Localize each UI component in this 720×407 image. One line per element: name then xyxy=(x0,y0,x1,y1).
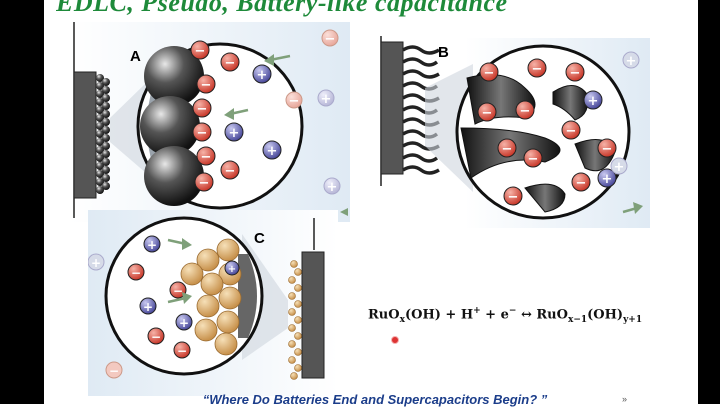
panel-b-pseudocapacitor-diagram: − − − + − − − − − − − − + + + xyxy=(375,28,650,228)
svg-text:−: − xyxy=(225,164,236,179)
svg-text:+: + xyxy=(229,126,240,141)
svg-text:+: + xyxy=(179,316,189,330)
eq-rhs-sub: x−1 xyxy=(567,314,588,325)
svg-text:−: − xyxy=(195,44,206,59)
eq-rhs-group: (OH) xyxy=(587,307,624,323)
svg-text:−: − xyxy=(201,78,212,93)
svg-text:+: + xyxy=(143,300,153,314)
left-black-bar xyxy=(0,0,44,404)
panel-c-label: C xyxy=(254,230,265,247)
eq-arrow: ↔ xyxy=(516,307,537,323)
panel-b-label: B xyxy=(438,44,449,61)
eq-lhs-group: (OH) + H xyxy=(404,307,474,323)
ruthenium-oxide-redox-equation: RuOx(OH) + H+ + e− ↔ RuOx−1(OH)y+1 xyxy=(368,306,660,328)
eq-proton-charge: + xyxy=(473,306,481,316)
svg-text:+: + xyxy=(257,68,268,83)
svg-text:−: − xyxy=(576,176,587,191)
svg-text:−: − xyxy=(131,266,141,280)
svg-text:−: − xyxy=(197,126,208,141)
svg-text:−: − xyxy=(225,56,236,71)
svg-text:+: + xyxy=(626,54,637,69)
svg-text:−: − xyxy=(325,32,336,47)
svg-text:−: − xyxy=(177,344,187,358)
svg-text:−: − xyxy=(570,66,581,81)
eq-rhs-group-sub: y+1 xyxy=(623,314,643,325)
svg-text:+: + xyxy=(327,180,338,195)
svg-text:−: − xyxy=(484,66,495,81)
svg-text:+: + xyxy=(321,92,332,107)
svg-text:+: + xyxy=(588,94,599,109)
panel-a-edlc-diagram: − − − − − − − − + + + − + − + xyxy=(70,22,350,222)
right-black-bar xyxy=(698,0,720,404)
svg-text:+: + xyxy=(91,256,101,270)
svg-text:−: − xyxy=(482,106,493,121)
svg-text:−: − xyxy=(151,330,161,344)
svg-text:+: + xyxy=(228,264,236,275)
svg-text:−: − xyxy=(201,150,212,165)
svg-text:+: + xyxy=(267,144,278,159)
svg-text:−: − xyxy=(197,102,208,117)
svg-text:+: + xyxy=(602,172,613,187)
eq-rhs: RuO xyxy=(536,307,568,323)
svg-text:−: − xyxy=(532,62,543,77)
corner-mark: » xyxy=(622,394,628,404)
eq-electron: + e xyxy=(480,307,509,323)
svg-text:−: − xyxy=(109,364,119,378)
panel-a-label: A xyxy=(130,48,141,65)
svg-text:−: − xyxy=(566,124,577,139)
eq-lhs-sub: x xyxy=(399,314,405,325)
slide-title: EDLC, Pseudo, Battery-like capacitance xyxy=(56,0,508,17)
svg-text:−: − xyxy=(173,284,183,298)
svg-text:−: − xyxy=(289,94,300,109)
svg-text:+: + xyxy=(147,238,157,252)
pointer-marker xyxy=(391,336,399,344)
svg-text:−: − xyxy=(602,142,613,157)
svg-text:−: − xyxy=(528,152,539,167)
panel-c-battery-like-diagram: + − − + + − − + + − xyxy=(88,210,338,396)
svg-text:+: + xyxy=(614,160,625,175)
svg-text:−: − xyxy=(199,176,210,191)
eq-electron-charge: − xyxy=(508,306,517,316)
svg-text:−: − xyxy=(508,190,519,205)
eq-lhs: RuO xyxy=(368,307,400,323)
svg-text:−: − xyxy=(520,104,531,119)
svg-text:−: − xyxy=(502,142,513,157)
slide-caption: “Where Do Batteries End and Supercapacit… xyxy=(202,392,548,407)
